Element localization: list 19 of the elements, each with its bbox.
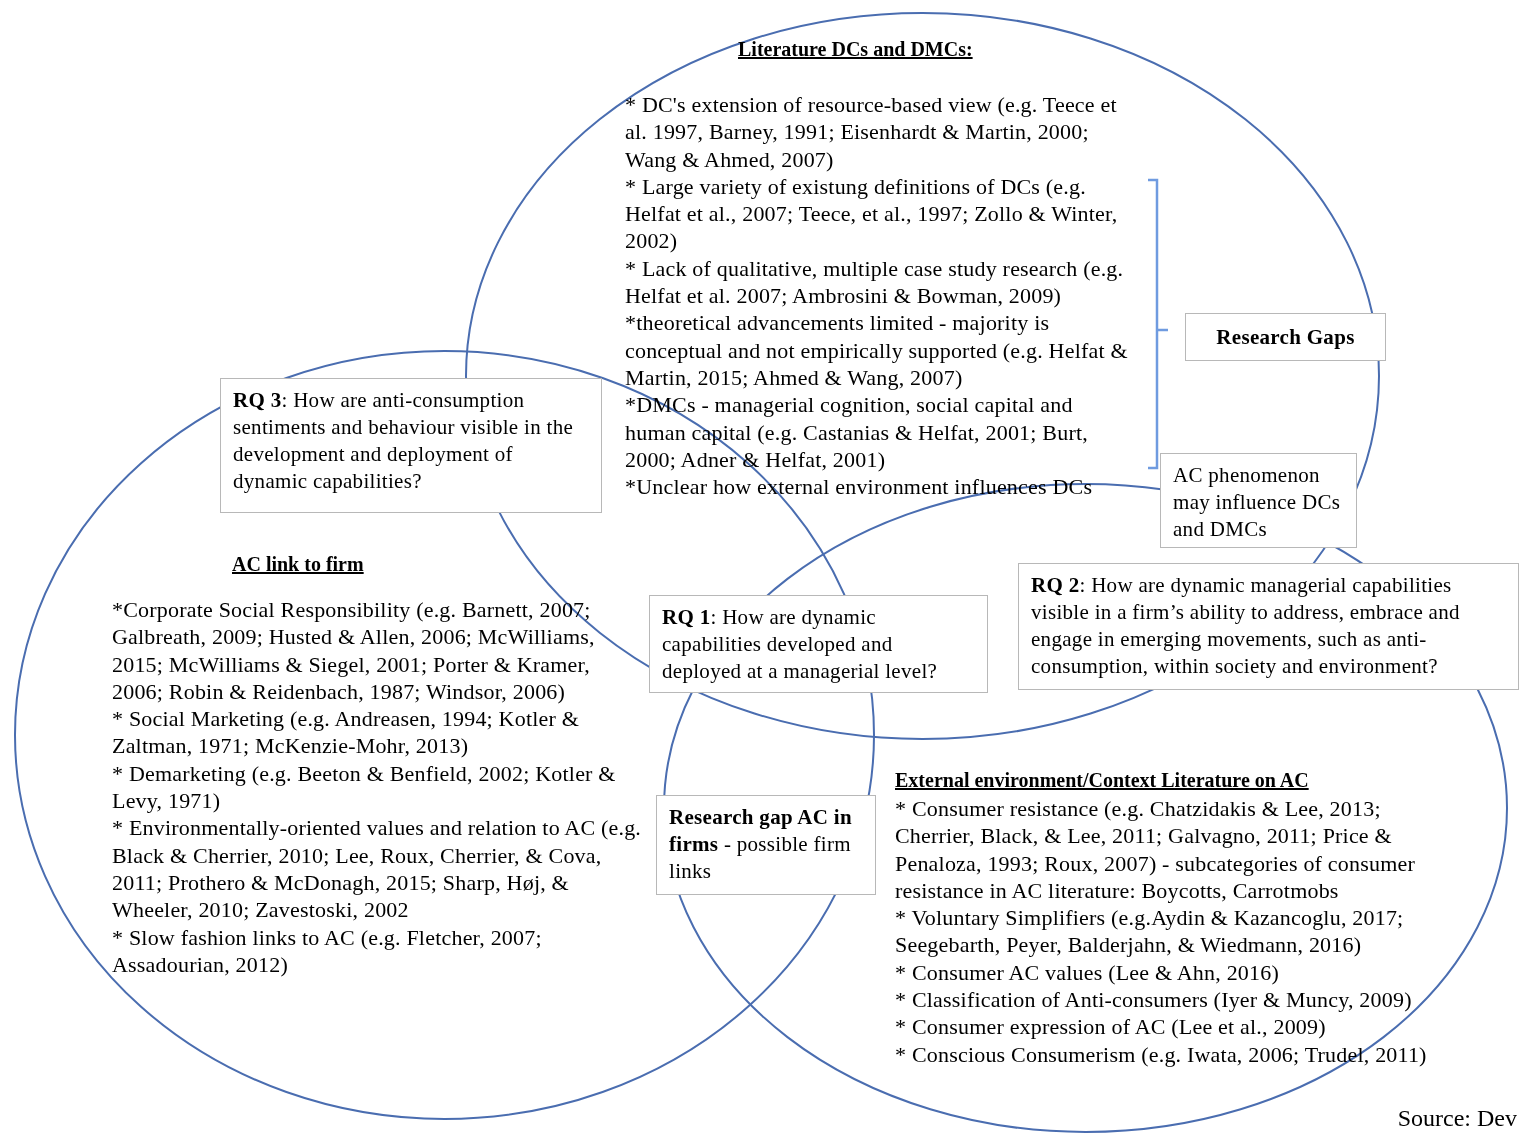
text-box: RQ 1: How are dynamic capabilities developed and deployed at a managerial level?: [649, 595, 988, 693]
source-note: Source: Dev: [1397, 1104, 1517, 1133]
bullet-text: * Consumer resistance (e.g. Chatzidakis & Lee, 2013; Cherrier, Black, & Lee, 2011; Galvagno, 2011; Price & Penaloza, 1993; Roux, 2007) - subcategories of consumer resistance in AC literature: Boycotts, Carrotmobs: [895, 795, 1416, 905]
bullet-text: * DC's extension of resource-based view (e.g. Teece et al. 1997, Barney, 1991; Eisenhardt & Martin, 2000; Wang & Ahmed, 2007): [625, 91, 1118, 173]
bullet-text: * Classification of Anti-consumers (Iyer & Muncy, 2009): [895, 986, 1413, 1014]
heading: AC link to firm: [232, 552, 364, 577]
bullet-text: * Slow fashion links to AC (e.g. Fletcher, 2007; Assadourian, 2012): [112, 923, 543, 979]
bullet-text: * Consumer AC values (Lee & Ahn, 2016): [895, 958, 1280, 987]
text-box: Research gap AC in firms - possible firm links: [656, 795, 876, 895]
bullet-text: * Consumer expression of AC (Lee et al., 2009): [895, 1013, 1327, 1041]
heading: External environment/Context Literature on AC: [895, 768, 1309, 793]
bullet-text: * Social Marketing (e.g. Andreasen, 1994; Kotler & Zaltman, 1971; McKenzie-Mohr, 2013): [112, 705, 580, 760]
bullet-text: * Demarketing (e.g. Beeton & Benfield, 2002; Kotler & Levy, 1971): [112, 759, 617, 815]
bullet-text: * Voluntary Simplifiers (e.g.Aydin & Kazancoglu, 2017; Seegebarth, Peyer, Balderjahn, & Wiedmann, 2016): [895, 904, 1405, 959]
bullet-text: * Large variety of existung definitions of DCs (e.g. Helfat et al., 2007; Teece, et al., 1997; Zollo & Winter, 2002): [625, 172, 1119, 255]
bullet-text: *theoretical advancements limited - majority is conceptual and not empirically supported (e.g. Helfat & Martin, 2015; Ahmed & Wang, 2007): [625, 309, 1129, 392]
bullet-text: * Lack of qualitative, multiple case study research (e.g. Helfat et al. 2007; Ambrosini & Bowman, 2009): [625, 254, 1125, 310]
bullet-text: * Environmentally-oriented values and relation to AC (e.g. Black & Cherrier, 2010; Lee, Roux, Cherrier, & Cova, 2011; Prothero & McDonagh, 2015; Sharp, Høj, & Wheeler, 2010; Zavestoski, 2002: [112, 814, 642, 924]
heading: Literature DCs and DMCs:: [738, 37, 973, 62]
